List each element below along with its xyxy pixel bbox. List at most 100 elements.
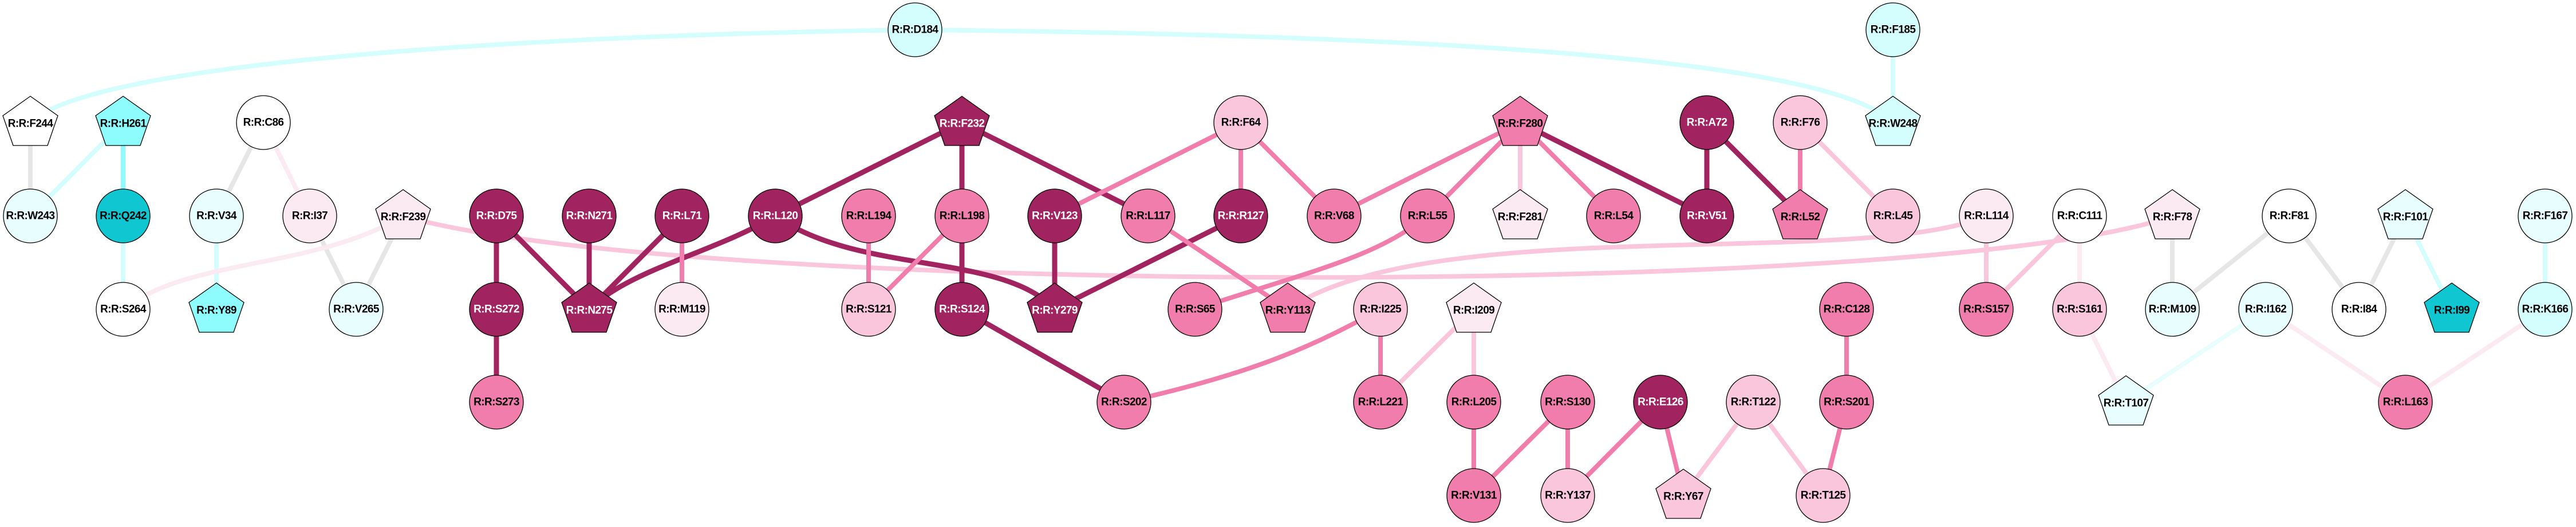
node-f244[interactable]: R:R:F244 <box>2 96 58 146</box>
node-label: R:R:D184 <box>892 24 939 36</box>
node-f280[interactable]: R:R:F280 <box>1492 96 1548 146</box>
node-s272[interactable]: R:R:S272 <box>469 282 524 337</box>
node-label: R:R:V51 <box>1687 210 1727 222</box>
node-label: R:R:C86 <box>243 117 284 129</box>
node-c128[interactable]: R:R:C128 <box>1819 282 1874 337</box>
node-f239[interactable]: R:R:F239 <box>375 189 431 239</box>
node-label: R:R:L117 <box>1126 210 1170 222</box>
node-k166[interactable]: R:R:K166 <box>2518 282 2573 337</box>
node-w243[interactable]: R:R:W243 <box>3 188 58 243</box>
circle-node-shape <box>1213 95 1268 150</box>
node-l45[interactable]: R:R:L45 <box>1865 188 1920 243</box>
node-f81[interactable]: R:R:F81 <box>2262 188 2317 243</box>
node-f232[interactable]: R:R:F232 <box>934 96 990 146</box>
node-label: R:R:L55 <box>1408 210 1448 222</box>
node-y137[interactable]: R:R:Y137 <box>1540 468 1595 523</box>
edge-f239-s264 <box>121 214 405 312</box>
node-r127[interactable]: R:R:R127 <box>1213 188 1268 243</box>
node-t125[interactable]: R:R:T125 <box>1796 468 1851 523</box>
circle-node-shape <box>841 188 896 243</box>
node-s157[interactable]: R:R:S157 <box>1959 282 2014 337</box>
node-s161[interactable]: R:R:S161 <box>2052 282 2107 337</box>
node-f78[interactable]: R:R:F78 <box>2144 189 2200 239</box>
edge-d184-w248 <box>914 27 1895 124</box>
node-l117[interactable]: R:R:L117 <box>1121 188 1175 243</box>
node-n275[interactable]: R:R:N275 <box>561 282 617 333</box>
node-l114[interactable]: R:R:L114 <box>1959 188 2014 243</box>
node-l54[interactable]: R:R:L54 <box>1586 188 1641 243</box>
node-t107[interactable]: R:R:T107 <box>2098 375 2154 426</box>
circle-node-shape <box>2518 188 2573 243</box>
edge-f239-f78 <box>402 214 2173 280</box>
node-v123[interactable]: R:R:V123 <box>1027 188 1082 243</box>
circle-node-shape <box>887 2 942 57</box>
node-y89[interactable]: R:R:Y89 <box>188 282 244 333</box>
edge-l117-y113 <box>1146 214 1289 312</box>
node-l52[interactable]: R:R:L52 <box>1772 189 1828 239</box>
pentagon-node-shape <box>561 282 617 333</box>
node-d184[interactable]: R:R:D184 <box>887 2 942 57</box>
node-v265[interactable]: R:R:V265 <box>329 282 384 337</box>
node-i209[interactable]: R:R:I209 <box>1446 282 1502 333</box>
node-l194[interactable]: R:R:L194 <box>841 188 896 243</box>
node-e126[interactable]: R:R:E126 <box>1633 375 1688 430</box>
node-i99[interactable]: R:R:I99 <box>2424 282 2480 333</box>
node-f101[interactable]: R:R:F101 <box>2377 189 2433 239</box>
node-s130[interactable]: R:R:S130 <box>1540 375 1595 430</box>
node-i162[interactable]: R:R:I162 <box>2238 282 2293 337</box>
circle-node-shape <box>1096 375 1151 430</box>
node-s264[interactable]: R:R:S264 <box>96 282 151 337</box>
node-i84[interactable]: R:R:I84 <box>2332 282 2386 337</box>
node-t122[interactable]: R:R:T122 <box>1726 375 1781 430</box>
node-v68[interactable]: R:R:V68 <box>1307 188 1362 243</box>
node-l221[interactable]: R:R:L221 <box>1353 375 1408 430</box>
node-q242[interactable]: R:R:Q242 <box>96 188 151 243</box>
node-l205[interactable]: R:R:L205 <box>1446 375 1501 430</box>
node-y279[interactable]: R:R:Y279 <box>1027 282 1083 333</box>
node-f64[interactable]: R:R:F64 <box>1213 95 1268 150</box>
node-s273[interactable]: R:R:S273 <box>469 375 524 430</box>
node-y113[interactable]: R:R:Y113 <box>1260 282 1316 333</box>
node-i225[interactable]: R:R:I225 <box>1353 282 1408 337</box>
node-f281[interactable]: R:R:F281 <box>1492 189 1548 239</box>
node-m119[interactable]: R:R:M119 <box>654 282 709 337</box>
node-m109[interactable]: R:R:M109 <box>2145 282 2200 337</box>
node-v51[interactable]: R:R:V51 <box>1679 188 1734 243</box>
node-l71[interactable]: R:R:L71 <box>654 188 709 243</box>
node-d75[interactable]: R:R:D75 <box>469 188 524 243</box>
node-c111[interactable]: R:R:C111 <box>2052 188 2107 243</box>
node-l198[interactable]: R:R:L198 <box>934 188 989 243</box>
circle-node-shape <box>1773 95 1828 150</box>
node-f76[interactable]: R:R:F76 <box>1773 95 1828 150</box>
node-n271[interactable]: R:R:N271 <box>562 188 617 243</box>
node-v34[interactable]: R:R:V34 <box>189 188 244 243</box>
circle-node-shape <box>1865 2 1920 57</box>
node-label: R:R:Y279 <box>1032 305 1078 317</box>
node-h261[interactable]: R:R:H261 <box>95 96 151 146</box>
node-i37[interactable]: R:R:I37 <box>282 188 337 243</box>
node-l55[interactable]: R:R:L55 <box>1400 188 1455 243</box>
node-s121[interactable]: R:R:S121 <box>841 282 896 337</box>
node-s124[interactable]: R:R:S124 <box>934 282 989 337</box>
circle-node-shape <box>1540 375 1595 430</box>
node-f185[interactable]: R:R:F185 <box>1865 2 1920 57</box>
node-a72[interactable]: R:R:A72 <box>1679 95 1734 150</box>
pentagon-node-shape <box>375 189 431 239</box>
node-y67[interactable]: R:R:Y67 <box>1655 469 1711 519</box>
circle-node-shape <box>934 282 989 337</box>
node-f167[interactable]: R:R:F167 <box>2518 188 2573 243</box>
node-w248[interactable]: R:R:W248 <box>1865 96 1921 146</box>
node-label: R:R:I225 <box>1360 304 1402 316</box>
node-v131[interactable]: R:R:V131 <box>1446 468 1501 523</box>
node-s65[interactable]: R:R:S65 <box>1167 282 1222 337</box>
edge-k166-l163 <box>2404 307 2547 404</box>
node-label: R:R:S157 <box>1963 304 2009 316</box>
node-l163[interactable]: R:R:L163 <box>2378 375 2433 430</box>
node-s202[interactable]: R:R:S202 <box>1096 375 1151 430</box>
node-l120[interactable]: R:R:L120 <box>748 188 803 243</box>
node-c86[interactable]: R:R:C86 <box>236 95 291 150</box>
node-label: R:R:F280 <box>1498 118 1543 130</box>
node-s201[interactable]: R:R:S201 <box>1819 375 1874 430</box>
node-label: R:R:S202 <box>1101 396 1147 408</box>
